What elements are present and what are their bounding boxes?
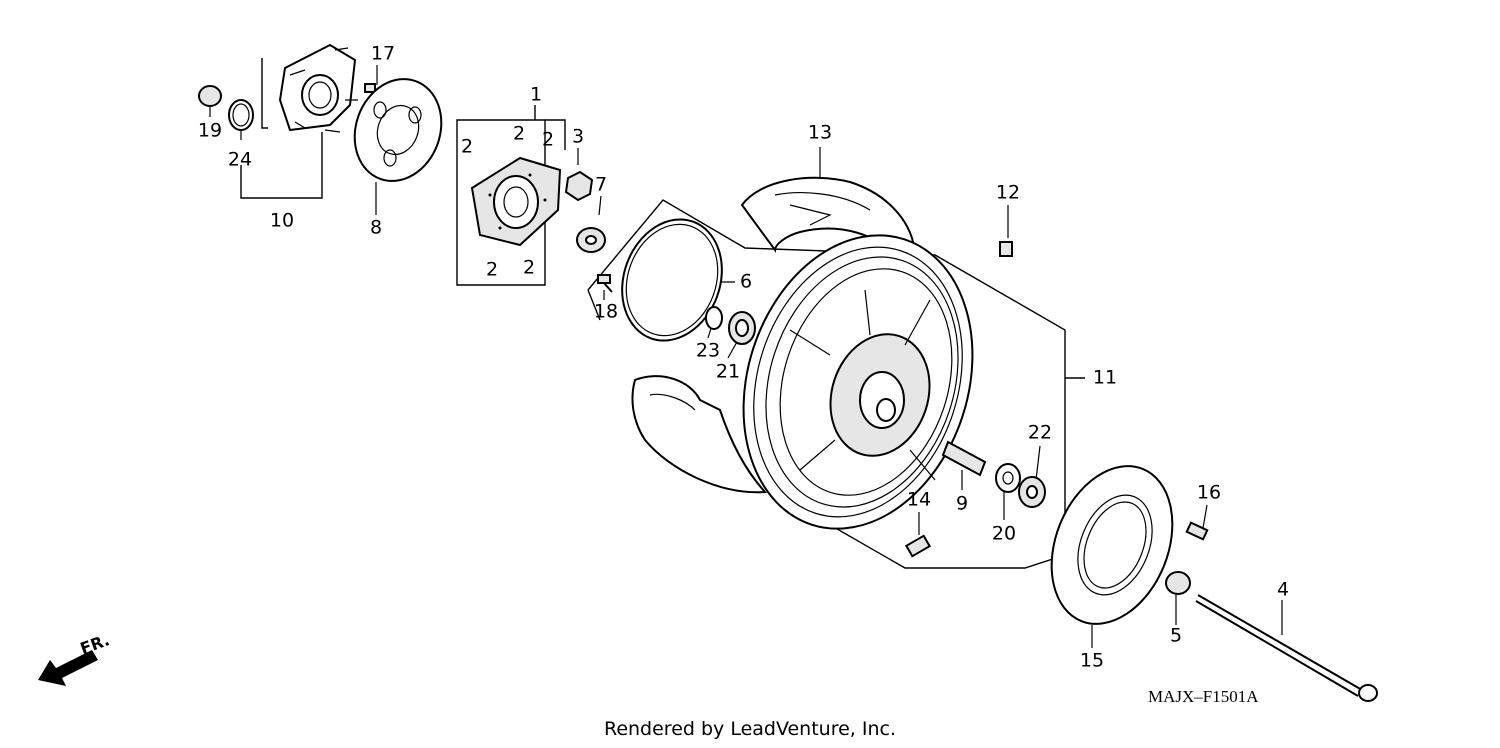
callout-2[interactable]: 2 (523, 257, 535, 279)
callout-24[interactable]: 24 (228, 149, 252, 171)
callout-5[interactable]: 5 (1170, 625, 1182, 647)
footer-credit: Rendered by LeadVenture, Inc. (604, 718, 896, 740)
callout-2[interactable]: 2 (513, 123, 525, 145)
pulser-ring (597, 218, 756, 345)
small-hardware (198, 78, 443, 182)
brake-disc (1050, 465, 1378, 702)
callout-3[interactable]: 3 (572, 126, 584, 148)
callout-12[interactable]: 12 (996, 182, 1020, 204)
damper-rubbers (470, 156, 606, 253)
callout-14[interactable]: 14 (907, 489, 931, 511)
callout-4[interactable]: 4 (1277, 579, 1289, 601)
callout-23[interactable]: 23 (696, 340, 720, 362)
callout-2[interactable]: 2 (486, 259, 498, 281)
front-indicator-label: FR. (78, 630, 112, 658)
diagram-code: MAJX–F1501A (1148, 687, 1259, 706)
callout-1[interactable]: 1 (530, 84, 542, 106)
hub-flange (278, 43, 358, 133)
callout-6[interactable]: 6 (740, 271, 752, 293)
callout-21[interactable]: 21 (716, 361, 740, 383)
callout-22[interactable]: 22 (1028, 422, 1052, 444)
front-arrow-icon (38, 650, 98, 686)
bracket-lines (240, 58, 1085, 569)
callout-2[interactable]: 2 (461, 136, 473, 158)
callout-19[interactable]: 19 (198, 120, 222, 142)
callout-2[interactable]: 2 (542, 129, 554, 151)
callout-labels: 1 2 2 2 2 2 3 4 5 6 7 8 9 10 11 12 13 14… (198, 43, 1289, 672)
callout-20[interactable]: 20 (992, 523, 1016, 545)
callout-8[interactable]: 8 (370, 217, 382, 239)
callout-9[interactable]: 9 (956, 493, 968, 515)
callout-13[interactable]: 13 (808, 122, 832, 144)
callout-18[interactable]: 18 (594, 301, 618, 323)
wheel (742, 234, 974, 530)
callout-16[interactable]: 16 (1197, 482, 1221, 504)
callout-7[interactable]: 7 (595, 174, 607, 196)
callout-17[interactable]: 17 (371, 43, 395, 65)
callout-10[interactable]: 10 (270, 210, 294, 232)
callout-15[interactable]: 15 (1080, 650, 1104, 672)
axle-parts (904, 241, 1046, 558)
callout-11[interactable]: 11 (1093, 367, 1117, 389)
